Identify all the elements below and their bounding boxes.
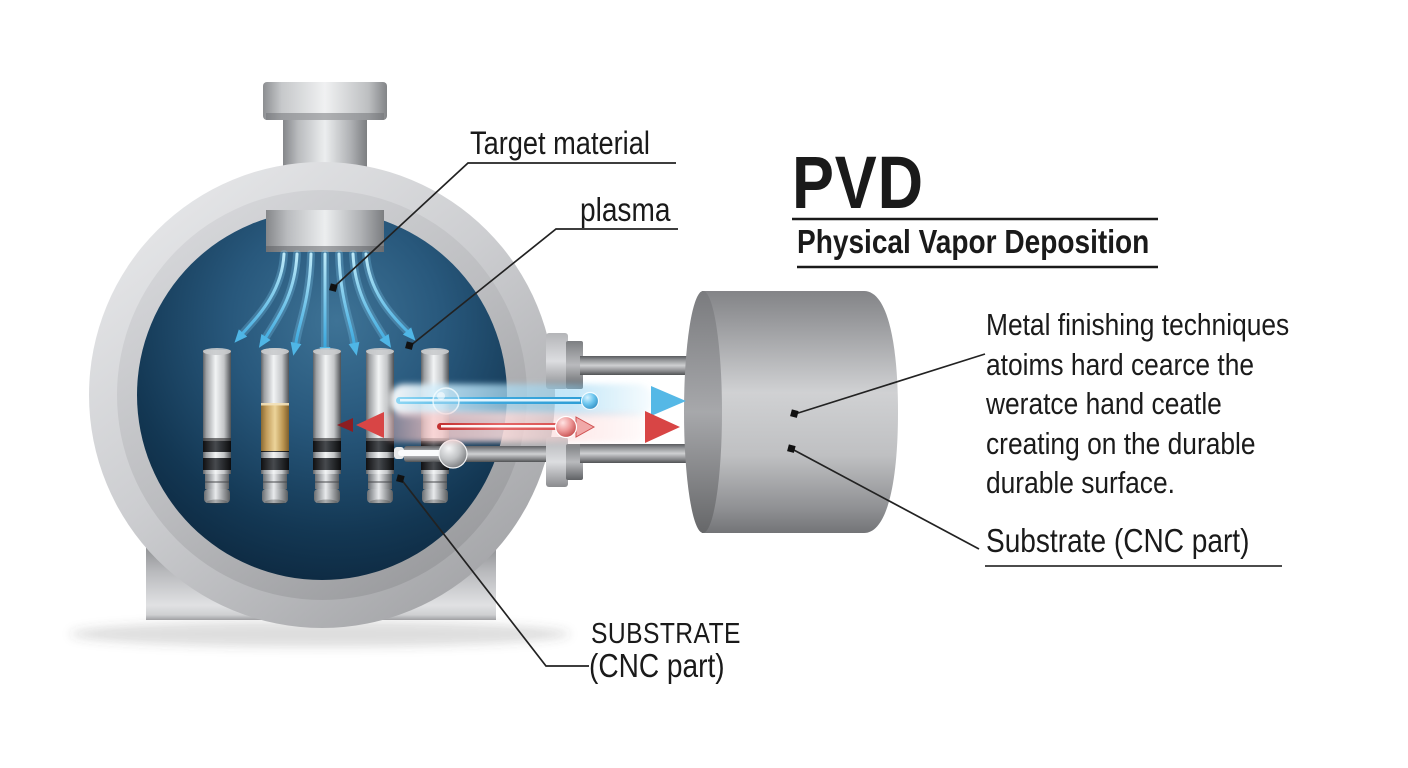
plasma-streams [230, 250, 420, 360]
description-line: durable surface. [986, 465, 1175, 500]
plasma-stream [351, 252, 386, 339]
substrate-cylinder [684, 291, 898, 533]
chamber-port-cap [263, 82, 387, 120]
plasma-stream [364, 252, 409, 333]
substrate-right-label: Substrate (CNC part) [986, 522, 1250, 559]
cnc-parts-rack [203, 348, 449, 505]
leader-substrate-left [400, 478, 589, 667]
support-rod-bottom [580, 444, 704, 463]
holder-sphere [438, 439, 468, 469]
feedthrough-flange-top [546, 333, 583, 389]
substrate-cylinder-end [684, 291, 722, 533]
target-material-label: Target material [470, 125, 650, 161]
cnc-part-cylinder-1 [203, 348, 231, 505]
gold-coated-section [261, 348, 289, 505]
plasma-stream [264, 252, 299, 339]
leader-lines [333, 162, 986, 667]
glass-bubble [432, 387, 460, 415]
leader-substrate-right [791, 448, 980, 550]
description-line: atoims hard cearce the [986, 346, 1255, 382]
support-rod-top [580, 356, 704, 375]
title-underlines [792, 217, 1282, 567]
target-material-block [266, 210, 384, 252]
description-paragraph: Metal finishing techniques atoims hard c… [986, 305, 1289, 503]
leader-target-material [333, 162, 676, 288]
ground-shadow [70, 621, 570, 647]
feedthrough-flange-bottom [546, 437, 583, 487]
chamber-top-port [263, 82, 387, 170]
substrate-left-label-line2: (CNC part) [589, 647, 725, 684]
plasma-stream [241, 252, 286, 335]
deposition-beam-blue [390, 384, 686, 416]
red-orb [554, 415, 578, 439]
plasma-stream [337, 252, 356, 345]
plasma-label: plasma [580, 191, 671, 228]
sputter-beam-red [337, 411, 680, 443]
blue-right-arrow-icon [651, 386, 686, 416]
substrate-left-label-line1: SUBSTRATE [591, 618, 741, 650]
red-mini-arrow-icon [337, 418, 353, 432]
holder-rod [394, 439, 580, 469]
blue-orb [580, 391, 600, 411]
leader-dots [329, 283, 799, 483]
page-subtitle: Physical Vapor Deposition [797, 223, 1150, 260]
description-line: creating on the durable [986, 425, 1256, 461]
leader-plasma [409, 228, 678, 347]
red-left-arrow-icon [356, 412, 384, 438]
red-right-arrow-icon [645, 411, 680, 443]
plasma-stream [294, 252, 313, 345]
description-line: weratce hand ceatle [986, 386, 1222, 421]
cnc-part-cylinder-3 [313, 348, 341, 505]
page-title: PVD [792, 141, 924, 224]
leader-description [794, 353, 986, 415]
description-line: Metal finishing techniques [986, 307, 1290, 342]
